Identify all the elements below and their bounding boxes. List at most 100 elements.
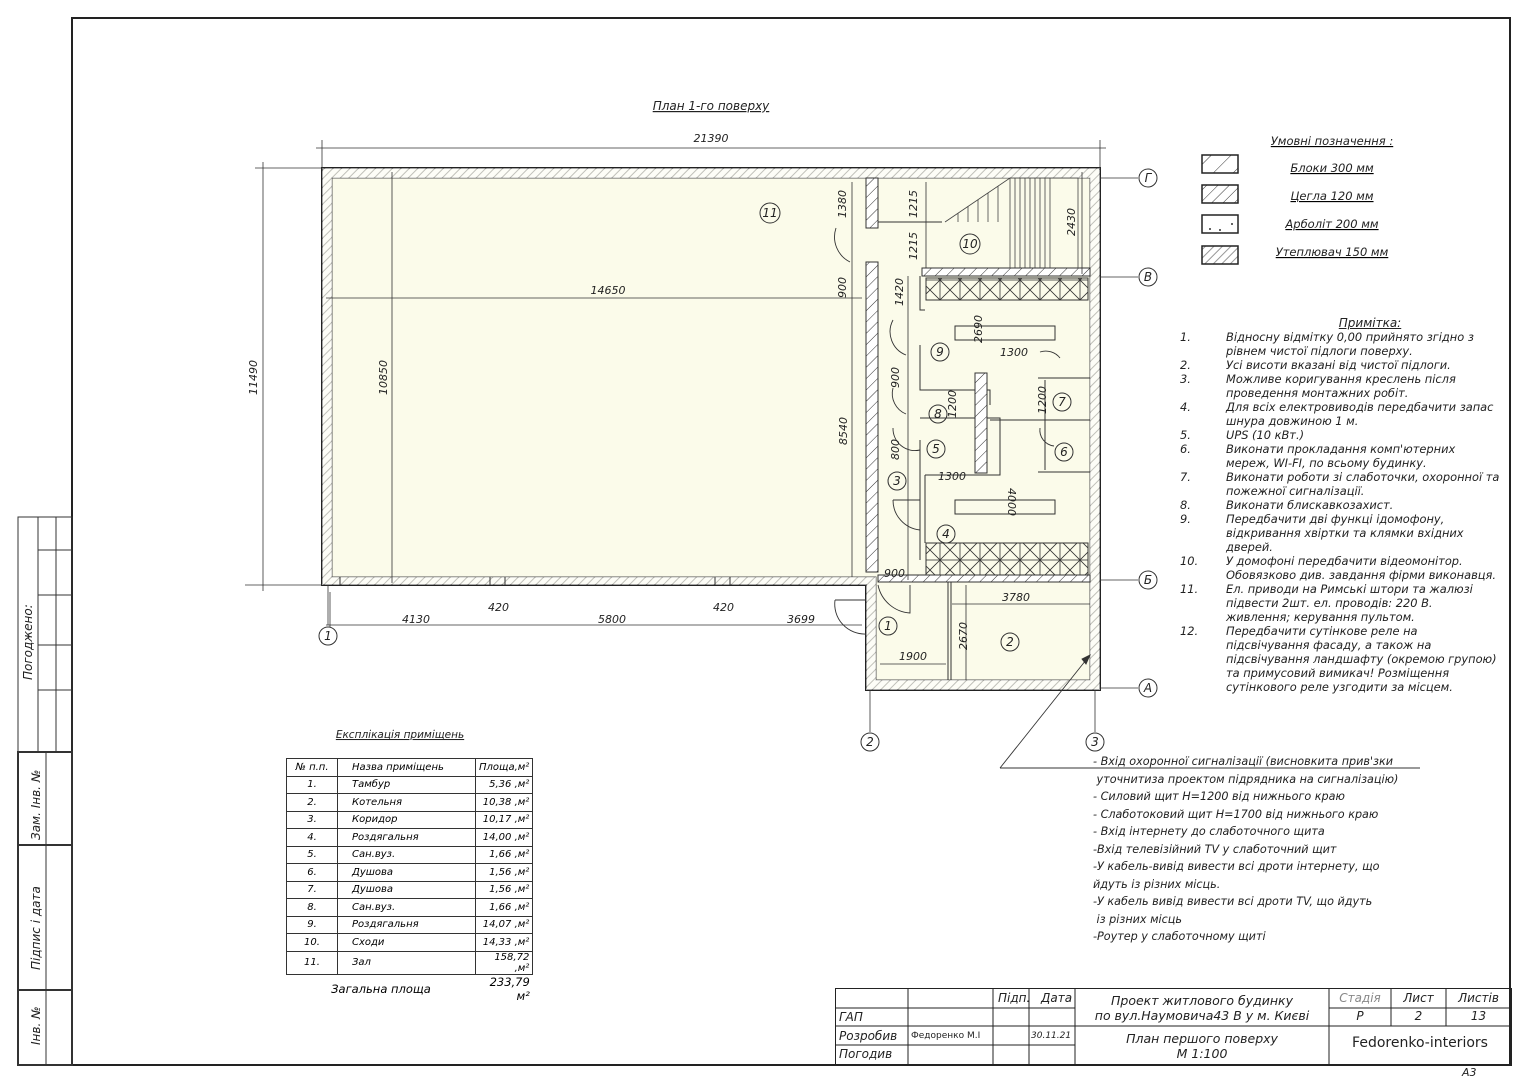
room-number-cell: 4. <box>286 828 338 847</box>
gap-label: ГАП <box>839 1010 863 1024</box>
room-1: 1 <box>884 619 892 633</box>
dim-1215: 1215 <box>907 190 920 218</box>
room-name-cell: Душова <box>337 863 476 882</box>
room-number-cell: 10. <box>286 933 338 952</box>
dim-2670: 2670 <box>957 622 970 650</box>
room-area-cell: 158,72 ,м² <box>474 950 534 975</box>
room-8: 8 <box>934 407 942 421</box>
legend-item: Блоки 300 мм <box>1290 161 1374 175</box>
agreed-label: Погодив <box>839 1047 893 1061</box>
table-header: № п.п. <box>286 758 338 777</box>
title-block: Підп. Дата ГАП Розробив Федоренко М.І 30… <box>835 988 1512 1066</box>
note-text: Передбачити дві функці ідомофону, відкри… <box>1226 512 1464 554</box>
note-item: 9.Передбачити дві функці ідомофону, відк… <box>1180 512 1500 554</box>
explication-table: № п.п. Назва приміщень Площа,м² 1.Тамбур… <box>286 758 534 1003</box>
dim-1380: 1380 <box>836 190 849 218</box>
room-name-cell: Коридор <box>337 810 476 829</box>
room-number-cell: 2. <box>286 793 338 812</box>
callout-leader <box>999 654 1420 769</box>
room-number-cell: 8. <box>286 898 338 917</box>
note-text: UPS (10 кВт.) <box>1226 428 1305 442</box>
dim-overall-height: 11490 <box>247 360 260 395</box>
callout-note-line: -У кабель-вивід вивести всі дроти інтерн… <box>1093 860 1380 873</box>
project-name: Проект житлового будинку по вул.Наумович… <box>1075 993 1329 1023</box>
legend-item: Утеплювач 150 мм <box>1276 245 1389 259</box>
callout-note-line: -Роутер у слаботочному щиті <box>1093 930 1266 943</box>
axis-a: А <box>1143 681 1152 695</box>
note-number: 6. <box>1180 442 1191 456</box>
stage-label: Стадія <box>1339 991 1381 1005</box>
stage-value: Р <box>1356 1009 1364 1023</box>
legend-item: Цегла 120 мм <box>1290 189 1373 203</box>
table-row: 8.Сан.вуз.1,66 ,м² <box>286 898 534 917</box>
axis-2: 2 <box>866 735 874 749</box>
note-text: Ел. приводи на Римські штори та жалюзі п… <box>1226 582 1473 624</box>
note-text: Виконати роботи зі слаботочки, охоронної… <box>1226 470 1500 498</box>
callout-note-line: із різних місць <box>1093 912 1182 926</box>
dim-hall-width: 14650 <box>591 284 626 297</box>
project-line-2: по вул.Наумовича43 В у м. Києві <box>1094 1008 1310 1023</box>
note-number: 2. <box>1180 358 1191 372</box>
callout-note-line: - Вхід охоронної сигналізації (висновкит… <box>1093 755 1394 768</box>
note-item: 11.Ел. приводи на Римські штори та жалюз… <box>1180 582 1500 624</box>
note-number: 10. <box>1180 554 1199 568</box>
room-markers <box>759 202 1074 652</box>
date-header: Дата <box>1041 991 1073 1005</box>
dim-hall-height: 10850 <box>377 360 390 395</box>
dim-2690: 2690 <box>972 315 985 343</box>
room-2: 2 <box>1006 635 1014 649</box>
callout-note-line: йдуть із різних місць. <box>1093 877 1221 891</box>
note-item: 2.Усі висоти вказані від чистої підлоги. <box>1180 358 1500 372</box>
room-area-cell: 1,66 ,м² <box>474 898 534 917</box>
room-area-cell: 10,17 ,м² <box>474 810 534 829</box>
dim-bottom: 420 <box>488 601 509 614</box>
dim-900: 900 <box>836 277 849 298</box>
dim-1200: 1200 <box>1036 386 1049 414</box>
room-number-cell: 7. <box>286 880 338 899</box>
dim-2430: 2430 <box>1065 208 1078 236</box>
note-number: 4. <box>1180 400 1191 414</box>
axis-3: 3 <box>1091 735 1099 749</box>
dim-1900: 1900 <box>899 650 927 663</box>
legend-item: Арболіт 200 мм <box>1284 217 1378 231</box>
sign-date-label: Підпис і дата <box>29 886 43 970</box>
note-item: 10. У домофоні передбачити відеомонітор. … <box>1180 554 1500 582</box>
dim-3780: 3780 <box>1002 591 1030 604</box>
callout-note-line: - Силовий щит H=1200 від нижнього краю <box>1093 790 1345 803</box>
room-number-cell: 3. <box>286 810 338 829</box>
note-item: 5.UPS (10 кВт.) <box>1180 428 1500 442</box>
explication-title: Експлікація приміщень <box>336 729 464 741</box>
note-text: Для всіх електровиводів передбачити запа… <box>1226 400 1494 428</box>
dim-800: 800 <box>889 439 902 460</box>
axis-1: 1 <box>324 629 332 643</box>
dim-1300: 1300 <box>1000 346 1028 359</box>
room-area-cell: 5,36 ,м² <box>474 775 534 794</box>
left-stamp <box>17 516 73 1066</box>
callout-notes: - Вхід охоронної сигналізації (висновкит… <box>1093 753 1398 946</box>
note-text: Виконати блискавкозахист. <box>1226 498 1394 512</box>
room-number-cell: 11. <box>286 950 338 975</box>
note-item: 6. Виконати прокладання комп'ютерних мере… <box>1180 442 1500 470</box>
dim-1200: 1200 <box>946 390 959 418</box>
axis-g: Г <box>1145 171 1153 185</box>
sheet-title: План першого поверху <box>1126 1031 1278 1046</box>
notes-block: Примітка: 1.Відносну відмітку 0,00 прийн… <box>1180 316 1500 694</box>
note-item: 12.Передбачити сутінкове реле на підсвіч… <box>1180 624 1500 694</box>
dim-bottom: 420 <box>713 601 734 614</box>
developed-label: Розробив <box>839 1029 898 1043</box>
note-text: У домофоні передбачити відеомонітор. Обо… <box>1226 554 1497 582</box>
note-text: Виконати прокладання комп'ютерних мереж,… <box>1226 442 1456 470</box>
dim-overall-width: 21390 <box>694 132 729 145</box>
table-header: Назва приміщень <box>337 758 476 777</box>
dim-900: 900 <box>884 567 905 580</box>
room-9: 9 <box>936 345 944 359</box>
room-area-cell: 1,56 ,м² <box>474 880 534 899</box>
sheets-label: Листів <box>1458 991 1499 1005</box>
note-item: 8.Виконати блискавкозахист. <box>1180 498 1500 512</box>
room-5: 5 <box>932 442 940 456</box>
table-header: Площа,м² <box>474 758 534 777</box>
